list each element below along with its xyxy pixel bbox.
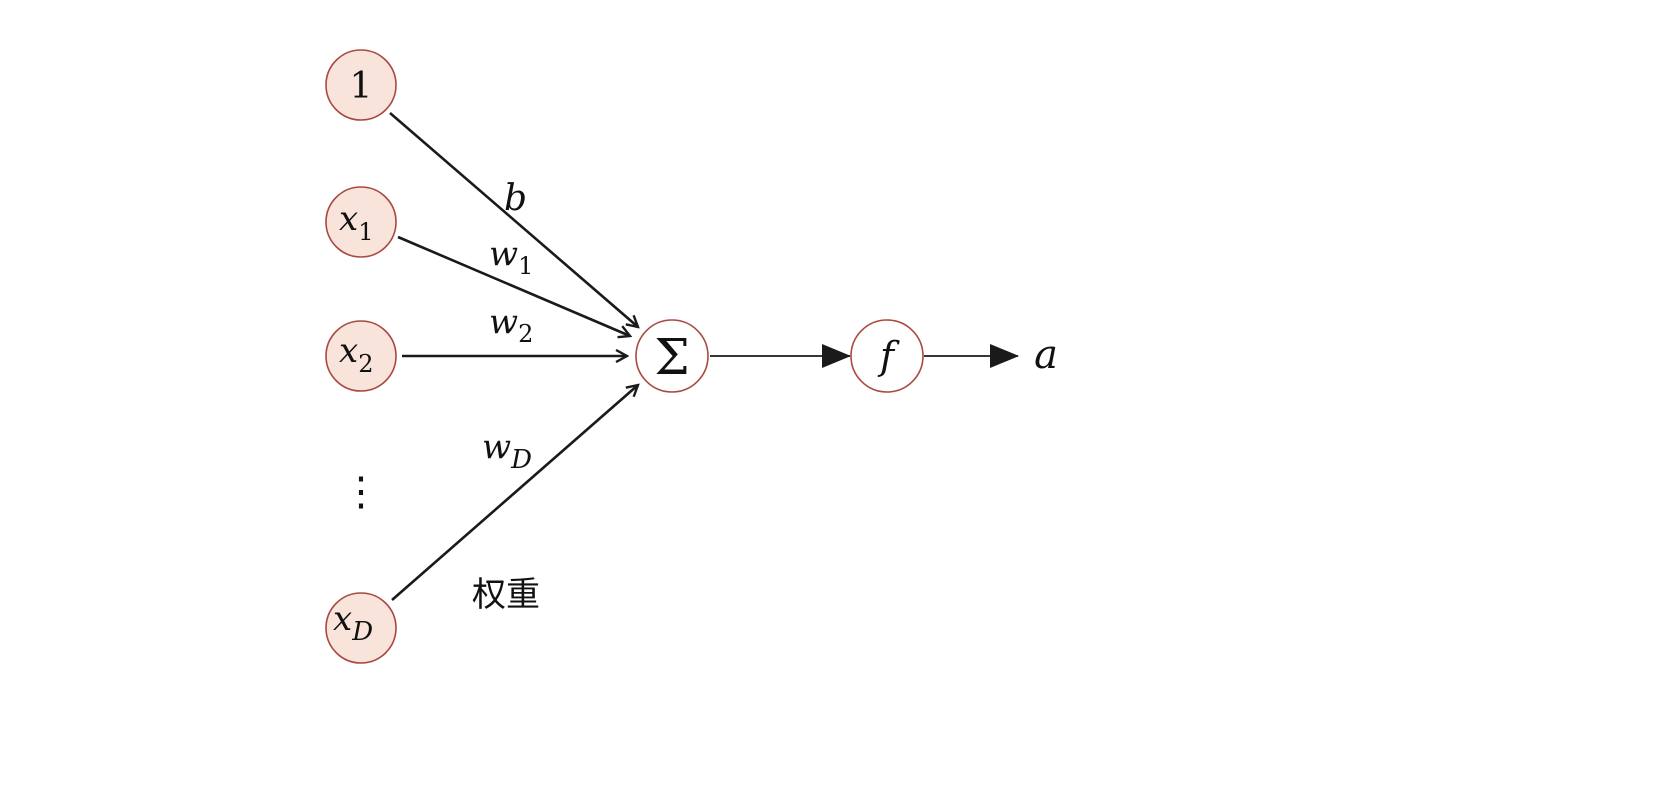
activation-node: f: [850, 319, 924, 393]
edge-x1-to-sum: [397, 235, 630, 336]
x2-node-label: x2: [339, 331, 373, 378]
xD-node-label: xD: [333, 599, 373, 647]
bias-node-label: 1: [350, 66, 373, 107]
weight-label-b: b: [504, 178, 527, 219]
sum-symbol: Σ: [654, 328, 689, 386]
xD-base: x: [333, 599, 352, 639]
input-ellipsis: ⋮: [341, 469, 381, 515]
output-label: a: [1034, 332, 1058, 378]
activation-node-circle: [850, 319, 924, 393]
edge-bias-to-sum: [389, 112, 638, 327]
input-node-bias: 1: [325, 49, 397, 121]
sum-node-circle: [635, 319, 709, 393]
weight-label-wD: wD: [482, 427, 532, 475]
input-node-xD: xD: [325, 592, 397, 664]
edge-xD-to-sum: [391, 385, 638, 601]
input-node-x1: x1: [325, 186, 397, 258]
w1-base: w: [489, 234, 518, 274]
wD-base: w: [482, 427, 511, 467]
x2-base: x: [339, 331, 358, 371]
bias-node-circle: [325, 49, 397, 121]
w2-subscript: 2: [518, 320, 533, 348]
x1-base: x: [339, 199, 358, 239]
xD-node-circle: [325, 592, 397, 664]
wD-subscript: D: [510, 445, 532, 475]
x1-node-circle: [325, 186, 397, 258]
w1-subscript: 1: [518, 252, 533, 280]
x2-node-circle: [325, 320, 397, 392]
x2-subscript: 2: [358, 350, 373, 378]
xD-subscript: D: [351, 617, 373, 647]
weight-label-w2: w2: [489, 302, 533, 348]
x1-subscript: 1: [358, 218, 373, 246]
input-node-x2: x2: [325, 320, 397, 392]
sum-node: Σ: [635, 319, 709, 393]
w2-base: w: [489, 302, 518, 342]
x1-node-label: x1: [339, 199, 373, 246]
weight-label-w1: w1: [489, 234, 533, 280]
weights-annotation: 权重: [472, 575, 540, 615]
